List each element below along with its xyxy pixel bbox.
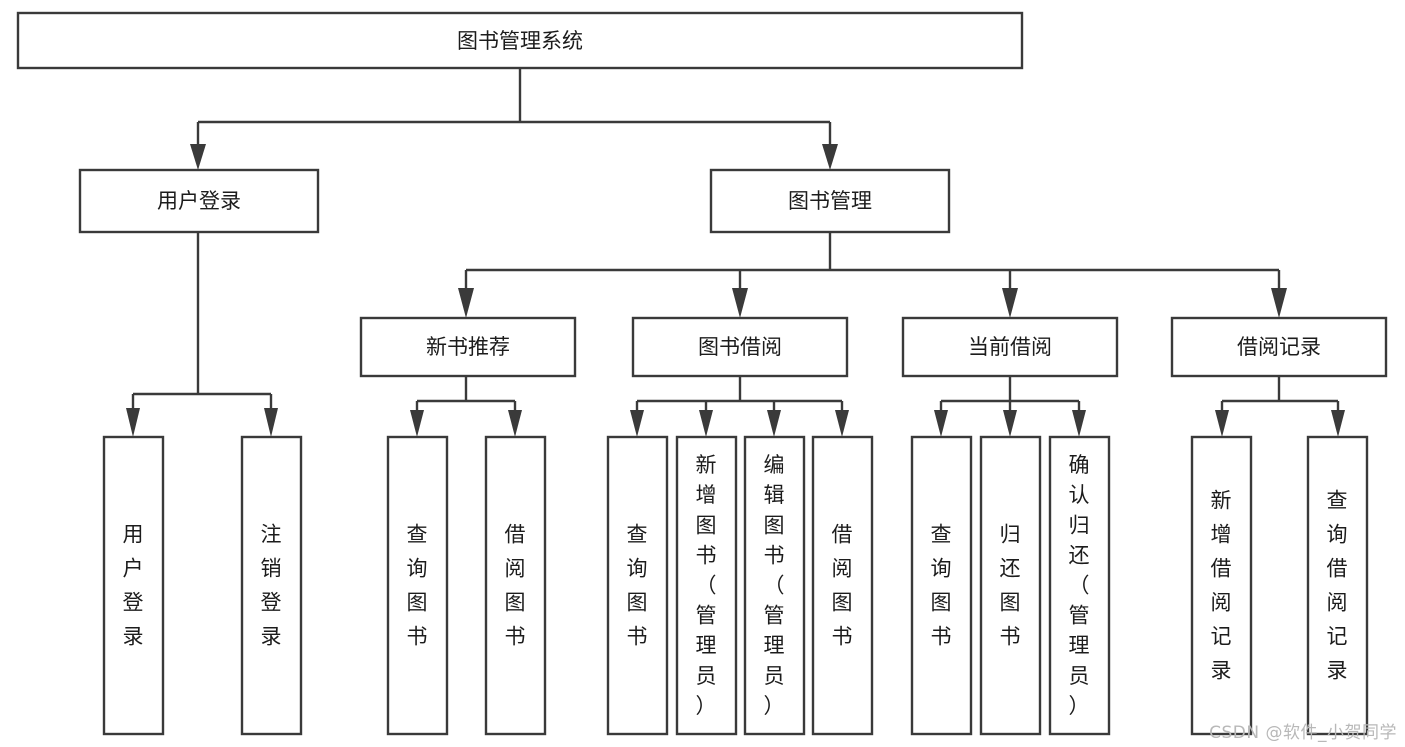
borrow-record-label: 借阅记录: [1237, 335, 1321, 359]
leaf-query-record-label: 查询借阅记录: [1327, 489, 1348, 683]
leaf-return-book-box[interactable]: [979, 435, 1042, 736]
leaf-user-login-label: 用户登录: [123, 523, 144, 649]
leaf-add-book-box[interactable]: [675, 435, 738, 736]
leaf-logout-login-label: 注销登录: [261, 523, 282, 649]
leaf-borrow-book-2-box[interactable]: [811, 435, 874, 736]
node-leaf-logout-login[interactable]: 注销登录: [240, 435, 303, 736]
leaf-query-book-2-label: 查询图书: [627, 523, 648, 649]
book-management-box[interactable]: [709, 168, 951, 234]
leaf-add-record-label: 新增借阅记录: [1211, 489, 1232, 683]
node-borrow-record[interactable]: 借阅记录: [1170, 316, 1388, 378]
book-management-label: 图书管理: [788, 189, 872, 213]
book-borrow-box[interactable]: [631, 316, 849, 378]
node-leaf-edit-book[interactable]: 编辑图书（管理员）: [743, 435, 806, 736]
arrow-to-book-management: [822, 144, 838, 170]
arrow-to-leaf-return-book: [1003, 410, 1017, 437]
arrow-to-leaf-logout-login: [264, 408, 278, 437]
node-leaf-confirm-return[interactable]: 确认归还（管理员）: [1048, 435, 1111, 736]
node-leaf-add-book[interactable]: 新增图书（管理员）: [675, 435, 738, 736]
arrow-to-leaf-query-book-2: [630, 410, 644, 437]
connector-group: [126, 68, 1345, 437]
leaf-borrow-book-1-label: 借阅图书: [505, 523, 526, 649]
root-box[interactable]: [16, 11, 1024, 70]
leaf-edit-book-box[interactable]: [743, 435, 806, 736]
arrow-to-leaf-query-book-3: [934, 410, 948, 437]
root-label: 图书管理系统: [457, 29, 583, 53]
leaf-borrow-book-2-label: 借阅图书: [832, 523, 853, 649]
arrow-to-current-borrow: [1002, 288, 1018, 318]
user-login-box[interactable]: [78, 168, 320, 234]
leaf-logout-login-box[interactable]: [240, 435, 303, 736]
leaf-edit-book-label: 编辑图书（管理员）: [764, 453, 785, 718]
node-leaf-add-record[interactable]: 新增借阅记录: [1190, 435, 1253, 736]
book-borrow-label: 图书借阅: [698, 335, 782, 359]
node-leaf-query-book-2[interactable]: 查询图书: [606, 435, 669, 736]
arrow-to-leaf-add-record: [1215, 410, 1229, 437]
node-user-login[interactable]: 用户登录: [78, 168, 320, 234]
arrow-to-leaf-confirm-return: [1072, 410, 1086, 437]
node-leaf-query-book-1[interactable]: 查询图书: [386, 435, 449, 736]
node-book-borrow[interactable]: 图书借阅: [631, 316, 849, 378]
arrow-to-leaf-user-login: [126, 408, 140, 437]
node-new-book-recommend[interactable]: 新书推荐: [359, 316, 577, 378]
node-leaf-borrow-book-1[interactable]: 借阅图书: [484, 435, 547, 736]
arrow-to-leaf-borrow-book-1: [508, 410, 522, 437]
arrow-to-leaf-edit-book: [767, 410, 781, 437]
node-leaf-user-login[interactable]: 用户登录: [102, 435, 165, 736]
node-leaf-return-book[interactable]: 归还图书: [979, 435, 1042, 736]
arrow-to-book-borrow: [732, 288, 748, 318]
leaf-user-login-box[interactable]: [102, 435, 165, 736]
node-leaf-query-book-3[interactable]: 查询图书: [910, 435, 973, 736]
current-borrow-box[interactable]: [901, 316, 1119, 378]
leaf-borrow-book-1-box[interactable]: [484, 435, 547, 736]
borrow-record-box[interactable]: [1170, 316, 1388, 378]
leaf-query-book-1-box[interactable]: [386, 435, 449, 736]
node-leaf-borrow-book-2[interactable]: 借阅图书: [811, 435, 874, 736]
arrow-to-leaf-query-book-1: [410, 410, 424, 437]
node-leaf-query-record[interactable]: 查询借阅记录: [1306, 435, 1369, 736]
arrow-to-borrow-record: [1271, 288, 1287, 318]
leaf-confirm-return-box[interactable]: [1048, 435, 1111, 736]
leaf-query-book-3-box[interactable]: [910, 435, 973, 736]
leaf-add-book-label: 新增图书（管理员）: [696, 453, 717, 718]
arrow-to-user-login: [190, 144, 206, 170]
arrow-to-leaf-add-book: [699, 410, 713, 437]
node-current-borrow[interactable]: 当前借阅: [901, 316, 1119, 378]
leaf-query-book-2-box[interactable]: [606, 435, 669, 736]
leaf-query-book-3-label: 查询图书: [931, 523, 952, 649]
leaf-query-record-box[interactable]: [1306, 435, 1369, 736]
leaf-return-book-label: 归还图书: [1000, 523, 1021, 649]
arrow-to-leaf-query-record: [1331, 410, 1345, 437]
node-root[interactable]: 图书管理系统: [16, 11, 1024, 70]
current-borrow-label: 当前借阅: [968, 335, 1052, 359]
leaf-add-record-box[interactable]: [1190, 435, 1253, 736]
leaf-confirm-return-label: 确认归还（管理员）: [1069, 453, 1090, 718]
arrow-to-leaf-borrow-book-2: [835, 410, 849, 437]
new-book-recommend-box[interactable]: [359, 316, 577, 378]
arrow-to-new-book-recommend: [458, 288, 474, 318]
leaf-query-book-1-label: 查询图书: [407, 523, 428, 649]
node-book-management[interactable]: 图书管理: [709, 168, 951, 234]
user-login-label: 用户登录: [157, 189, 241, 213]
new-book-recommend-label: 新书推荐: [426, 335, 510, 359]
